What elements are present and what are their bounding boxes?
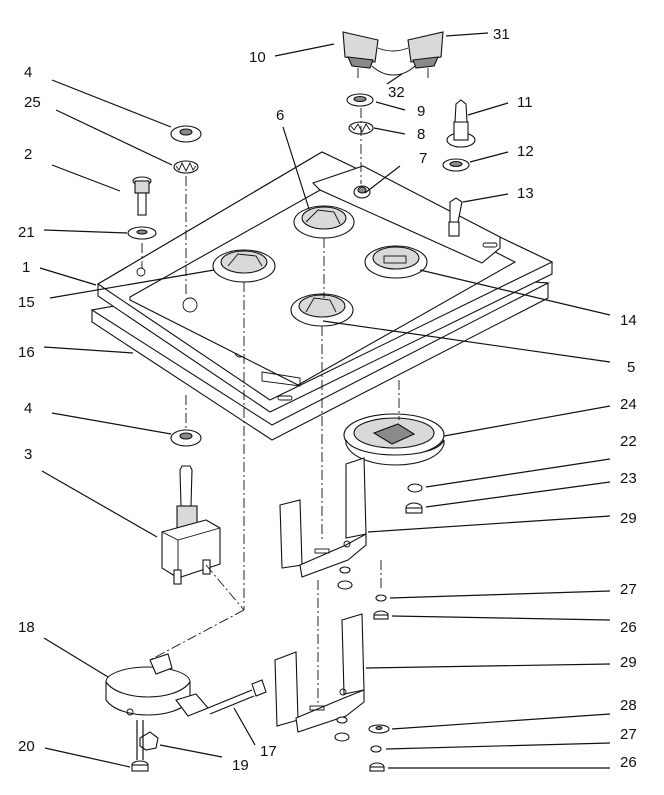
- callout-10: 10: [249, 49, 266, 66]
- callout-9: 9: [417, 103, 425, 120]
- callout-1: 1: [22, 259, 30, 276]
- callout-32: 32: [388, 84, 405, 101]
- washer-22: [407, 483, 423, 493]
- callout-29-upper: 29: [620, 510, 637, 527]
- callout-14: 14: [620, 312, 637, 329]
- nut-26-upper: [373, 610, 389, 620]
- callout-20: 20: [18, 738, 35, 755]
- callout-27-upper: 27: [620, 581, 637, 598]
- washer-28: [368, 724, 390, 734]
- lockwasher-25: [173, 160, 199, 174]
- nut-9: [346, 93, 374, 107]
- callout-18: 18: [18, 619, 35, 636]
- callout-19: 19: [232, 757, 249, 774]
- callout-5: 5: [627, 359, 635, 376]
- callout-16: 16: [18, 344, 35, 361]
- indicator-assembly-10-31: [342, 31, 444, 78]
- callout-labels: 1 2 3 4 4 5 6 7 8 9 10 11 12 13 14 15 16…: [18, 26, 637, 774]
- screw-2: [132, 176, 152, 216]
- callout-24: 24: [620, 396, 637, 413]
- gauge-5: [290, 293, 354, 327]
- callout-12: 12: [517, 143, 534, 160]
- nut-4-bottom: [170, 429, 202, 447]
- nut-26-lower: [369, 762, 385, 772]
- callout-26-upper: 26: [620, 619, 637, 636]
- callout-15: 15: [18, 294, 35, 311]
- gauge-7-hole: [353, 185, 371, 199]
- bracket-hardware-upper: [337, 566, 353, 590]
- callout-13: 13: [517, 185, 534, 202]
- toggle-13-on-panel: [448, 197, 463, 237]
- callout-27-lower: 27: [620, 726, 637, 743]
- lockwasher-27-upper: [375, 594, 387, 602]
- gauge-6: [293, 205, 355, 239]
- callout-22: 22: [620, 433, 637, 450]
- circuit-breaker-3: [161, 465, 221, 585]
- lockwasher-27-lower: [370, 745, 382, 753]
- callout-2: 2: [24, 146, 32, 163]
- callout-7: 7: [419, 150, 427, 167]
- callout-3: 3: [24, 446, 32, 463]
- assembly-centerlines: [141, 108, 400, 706]
- screw-20: [131, 720, 149, 772]
- leader-lines: [39, 32, 611, 769]
- callout-11: 11: [517, 94, 533, 111]
- toggle-11: [446, 99, 476, 148]
- nut-4-top: [170, 125, 202, 143]
- gauge-cup-24: [343, 413, 445, 466]
- gauge-14: [364, 245, 428, 279]
- bolt-17: [207, 679, 267, 715]
- callout-17: 17: [260, 743, 277, 760]
- callout-25: 25: [24, 94, 41, 111]
- clamp-18: [105, 653, 209, 717]
- gauge-15: [212, 249, 276, 283]
- washer-21: [127, 226, 157, 240]
- ring-12: [442, 158, 470, 172]
- callout-6: 6: [276, 107, 284, 124]
- nut-23: [405, 502, 423, 514]
- bracket-29-upper: [279, 457, 367, 578]
- nut-19: [139, 731, 159, 751]
- callout-28: 28: [620, 697, 637, 714]
- callout-21: 21: [18, 224, 35, 241]
- callout-26-lower: 26: [620, 754, 637, 771]
- callout-4-bottom: 4: [24, 400, 32, 417]
- callout-23: 23: [620, 470, 637, 487]
- bracket-29-lower: [274, 613, 365, 733]
- callout-31: 31: [493, 26, 510, 43]
- callout-29-lower: 29: [620, 654, 637, 671]
- callout-8: 8: [417, 126, 425, 143]
- callout-4-top: 4: [24, 64, 32, 81]
- bracket-hardware-lower: [334, 716, 350, 742]
